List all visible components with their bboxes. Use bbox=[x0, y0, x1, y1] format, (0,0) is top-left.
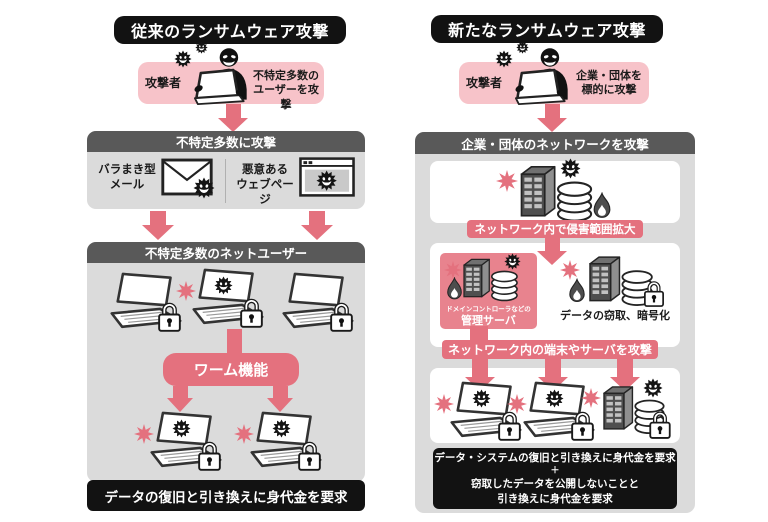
right-result-line2: 窃取したデータを公開しないことと bbox=[471, 478, 639, 491]
method1-line2: メール bbox=[109, 176, 145, 191]
mgmt-server-label: 管理サーバ bbox=[461, 314, 516, 327]
arrow-stem bbox=[545, 238, 560, 251]
arrow-stem bbox=[545, 359, 561, 377]
server-database-icon bbox=[506, 161, 600, 224]
left-attacker-desc: 不特定多数の ユーザーを攻撃 bbox=[250, 69, 322, 112]
method2-line1: 悪意ある bbox=[242, 162, 288, 176]
padlock-icon bbox=[196, 438, 223, 472]
virus-icon bbox=[643, 378, 663, 398]
infected-laptop-unit bbox=[176, 267, 268, 331]
left-stage2-header: 不特定多数のネットユーザー bbox=[87, 242, 365, 263]
connector-stem bbox=[227, 329, 242, 354]
arrow-down-icon bbox=[267, 398, 293, 412]
network-attacked-panel bbox=[430, 161, 680, 223]
hacker-at-laptop-icon bbox=[186, 46, 260, 106]
locked-server-unit bbox=[581, 378, 679, 442]
method1-line1: バラまき型 bbox=[98, 162, 156, 176]
malicious-browser-icon bbox=[299, 157, 355, 197]
left-stage1-header: 不特定多数に攻撃 bbox=[87, 131, 365, 152]
arrow-down-icon bbox=[537, 251, 567, 265]
arrow-down-icon bbox=[218, 118, 248, 132]
right-title: 新たなランサムウェア攻撃 bbox=[431, 15, 663, 43]
worm-function-box: ワーム機能 bbox=[163, 353, 299, 386]
left-stage1-box: 不特定多数に攻撃 バラまき型 メール 悪意ある ウェブページ bbox=[87, 131, 365, 209]
arrow-stem bbox=[173, 386, 188, 398]
virus-icon bbox=[545, 389, 564, 408]
left-attacker-box: 攻撃者 不特定多数の ユーザーを攻撃 bbox=[138, 62, 324, 111]
padlock-icon bbox=[647, 408, 673, 440]
mgmt-server-small-label: ドメインコントローラなどの bbox=[446, 305, 531, 313]
virus-icon bbox=[272, 419, 291, 438]
right-attacker-desc: 企業・団体を 標的に攻撃 bbox=[573, 69, 645, 98]
left-result-bar: データの復旧と引き換えに身代金を要求 bbox=[87, 480, 365, 511]
infected-laptop-unit bbox=[234, 410, 326, 474]
divider bbox=[225, 159, 226, 203]
infected-laptop-unit bbox=[134, 410, 226, 474]
arrow-stem bbox=[309, 211, 325, 225]
virus-icon bbox=[504, 253, 521, 270]
virus-icon bbox=[214, 276, 233, 295]
fire-icon bbox=[590, 192, 614, 221]
right-result-line3: 引き換えに身代金を要求 bbox=[497, 492, 613, 505]
right-stage-header: 企業・団体のネットワークを攻撃 bbox=[415, 132, 695, 154]
data-theft-label: データの窃取、暗号化 bbox=[560, 309, 670, 322]
left-attacker-desc-line1: 不特定多数の bbox=[253, 69, 319, 82]
right-attacker-box: 攻撃者 企業・団体を 標的に攻撃 bbox=[459, 62, 649, 104]
padlock-icon bbox=[238, 295, 265, 329]
padlock-icon bbox=[642, 278, 666, 308]
laptop-unit bbox=[94, 271, 186, 335]
virus-icon bbox=[472, 389, 491, 408]
arrow-stem bbox=[472, 359, 488, 377]
management-server-box: ドメインコントローラなどの 管理サーバ bbox=[440, 253, 537, 329]
hacker-at-laptop-icon bbox=[507, 46, 581, 106]
arrow-stem bbox=[273, 386, 288, 398]
virus-icon bbox=[193, 177, 215, 199]
virus-icon bbox=[560, 158, 581, 179]
left-method1-label: バラまき型 メール bbox=[95, 162, 159, 192]
left-title: 従来のランサムウェア攻撃 bbox=[114, 16, 346, 44]
arrow-down-icon bbox=[301, 225, 333, 240]
left-method2-label: 悪意ある ウェブページ bbox=[233, 162, 297, 207]
left-attacker-label: 攻撃者 bbox=[145, 76, 182, 90]
fire-icon bbox=[444, 277, 465, 302]
right-result-box: データ・システムの復旧と引き換えに身代金を要求 ＋ 窃取したデータを公開しないこ… bbox=[433, 448, 677, 509]
right-attacker-desc-line2: 標的に攻撃 bbox=[581, 83, 637, 97]
padlock-icon bbox=[328, 299, 355, 333]
right-attacker-desc-line1: 企業・団体を bbox=[576, 69, 642, 82]
arrow-stem bbox=[150, 211, 166, 225]
attacked-server-unit bbox=[496, 158, 620, 224]
arrow-down-icon bbox=[537, 118, 567, 132]
right-attacker-label: 攻撃者 bbox=[466, 76, 503, 90]
right-stage-box: 企業・団体のネットワークを攻撃 ネットワーク内で侵害範囲拡大 ドメインコントロー… bbox=[415, 132, 695, 513]
left-stage2-box: 不特定多数のネットユーザー ワーム機能 bbox=[87, 242, 365, 482]
data-theft-server-unit bbox=[560, 252, 670, 308]
arrow-down-icon bbox=[142, 225, 174, 240]
arrow-stem bbox=[545, 104, 560, 118]
laptop-unit bbox=[266, 271, 358, 335]
spread-label: ネットワーク内で侵害範囲拡大 bbox=[467, 220, 643, 238]
left-attacker-desc-line2: ユーザーを攻撃 bbox=[253, 83, 319, 111]
right-result-line1: データ・システムの復旧と引き換えに身代金を要求 bbox=[434, 452, 676, 465]
arrow-stem bbox=[226, 104, 241, 118]
padlock-icon bbox=[296, 438, 323, 472]
attack-endpoints-label: ネットワーク内の端末やサーバを攻撃 bbox=[442, 340, 658, 359]
virus-icon bbox=[172, 419, 191, 438]
arrow-down-icon bbox=[167, 398, 193, 412]
method2-line2: ウェブページ bbox=[236, 176, 294, 206]
arrow-stem bbox=[617, 359, 633, 377]
connector-stem bbox=[470, 326, 488, 342]
plus-sign: ＋ bbox=[550, 466, 560, 477]
